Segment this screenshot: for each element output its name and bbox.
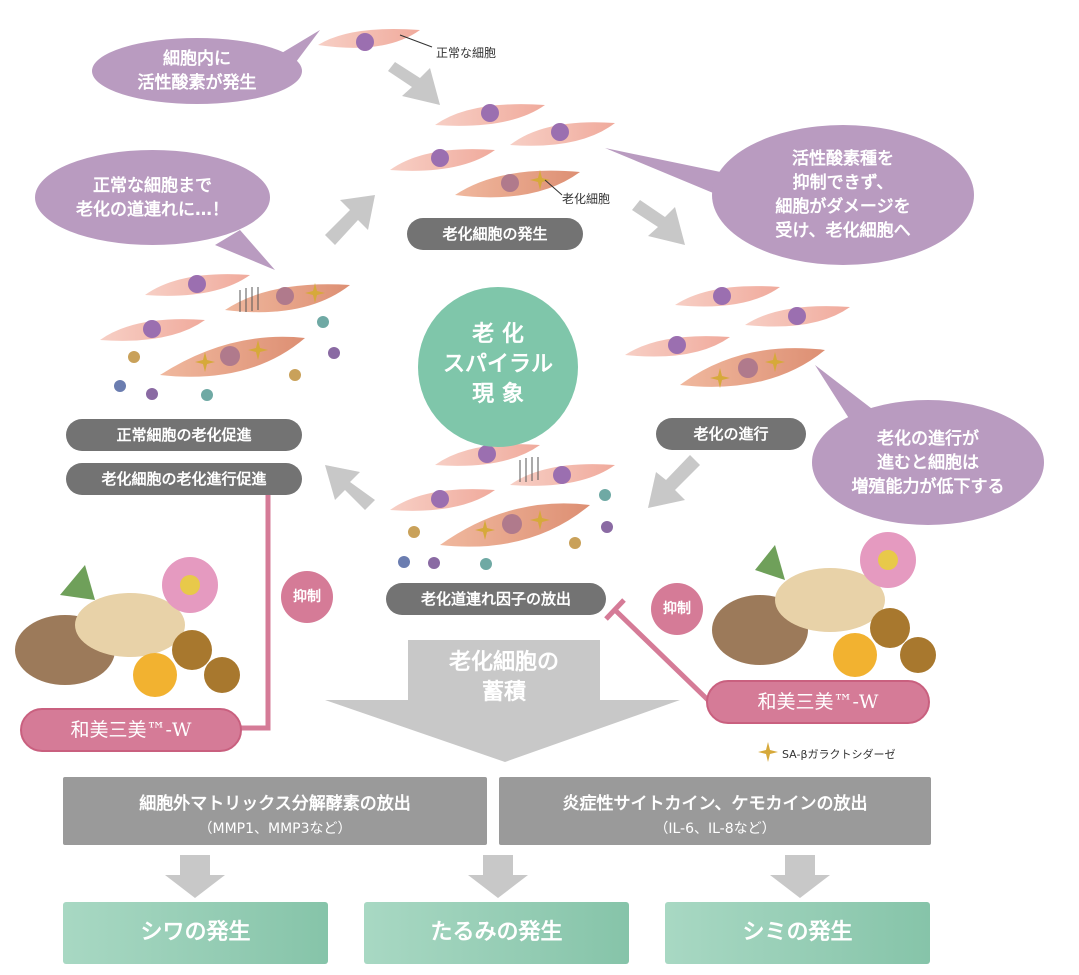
release-mmp-sub: （MMP1、MMP3など）	[198, 821, 352, 837]
inhibition-badge-right: 抑制	[651, 583, 703, 635]
sasp-factors	[114, 316, 613, 570]
inhibition-line-right	[613, 608, 710, 702]
sparkles	[195, 170, 785, 762]
stage-senescent-generation: 老化細胞の発生	[407, 218, 583, 250]
stage-normal-cell-aging-promotion: 正常細胞の老化促進	[66, 419, 302, 451]
aging-spiral-text: 老 化 スパイラル 現 象	[442, 322, 553, 407]
normal-cell-label: 正常な細胞	[436, 46, 497, 60]
bubble-ros-uncontrolled: 活性酸素種を 抑制できず、 細胞がダメージを 受け、老化細胞へ	[712, 125, 974, 265]
inhibition-line-left	[240, 482, 271, 731]
legend-sa-beta-gal: SA-βガラクトシダーゼ	[782, 748, 896, 761]
outcome-sagging: たるみの発生	[364, 902, 629, 964]
herbs-left-illustration	[15, 557, 240, 697]
cells-top	[318, 29, 615, 198]
damage-marks	[239, 287, 539, 482]
leader-line	[399, 34, 433, 48]
bubble-normal-cells-dragged: 正常な細胞まで 老化の道連れに…！	[35, 150, 270, 245]
cells-bottom-center	[390, 444, 615, 547]
bubble-tail	[815, 365, 880, 420]
release-cytokine-sub: （IL-6、IL-8など）	[654, 821, 776, 837]
senescent-cell-label: 老化細胞	[562, 192, 611, 206]
aging-spiral-circle	[418, 287, 578, 447]
accumulation-arrow	[325, 640, 680, 762]
bubble-aging-progress: 老化の進行が 進むと細胞は 増殖能力が低下する	[812, 400, 1044, 525]
bubble-tail	[605, 148, 735, 200]
release-box-cytokine: 炎症性サイトカイン、ケモカインの放出 （IL-6、IL-8など）	[499, 777, 931, 845]
stage-senescent-aging-promotion: 老化細胞の老化進行促進	[66, 463, 302, 495]
stage-sasp-release: 老化道連れ因子の放出	[386, 583, 606, 615]
cells-right	[625, 286, 850, 387]
herbs-right-illustration	[712, 532, 936, 677]
bubble-ros-generation: 細胞内に 活性酸素が発生	[92, 38, 302, 104]
inhibition-badge-left: 抑制	[281, 571, 333, 623]
cells-left	[100, 274, 350, 377]
stage-aging-progress: 老化の進行	[656, 418, 806, 450]
outcome-wrinkles: シワの発生	[63, 902, 328, 964]
accumulation-text: 老化細胞の 蓄積	[448, 650, 559, 705]
process-arrows	[165, 62, 830, 898]
product-label-right: 和美三美™-W	[706, 680, 930, 724]
outcome-spots: シミの発生	[665, 902, 930, 964]
release-mmp-title: 細胞外マトリックス分解酵素の放出	[139, 794, 411, 814]
product-label-left: 和美三美™-W	[20, 708, 242, 752]
release-cytokine-title: 炎症性サイトカイン、ケモカインの放出	[562, 794, 868, 814]
bubble-tail	[215, 230, 275, 270]
leader-line	[544, 179, 563, 196]
release-box-mmp: 細胞外マトリックス分解酵素の放出 （MMP1、MMP3など）	[63, 777, 487, 845]
